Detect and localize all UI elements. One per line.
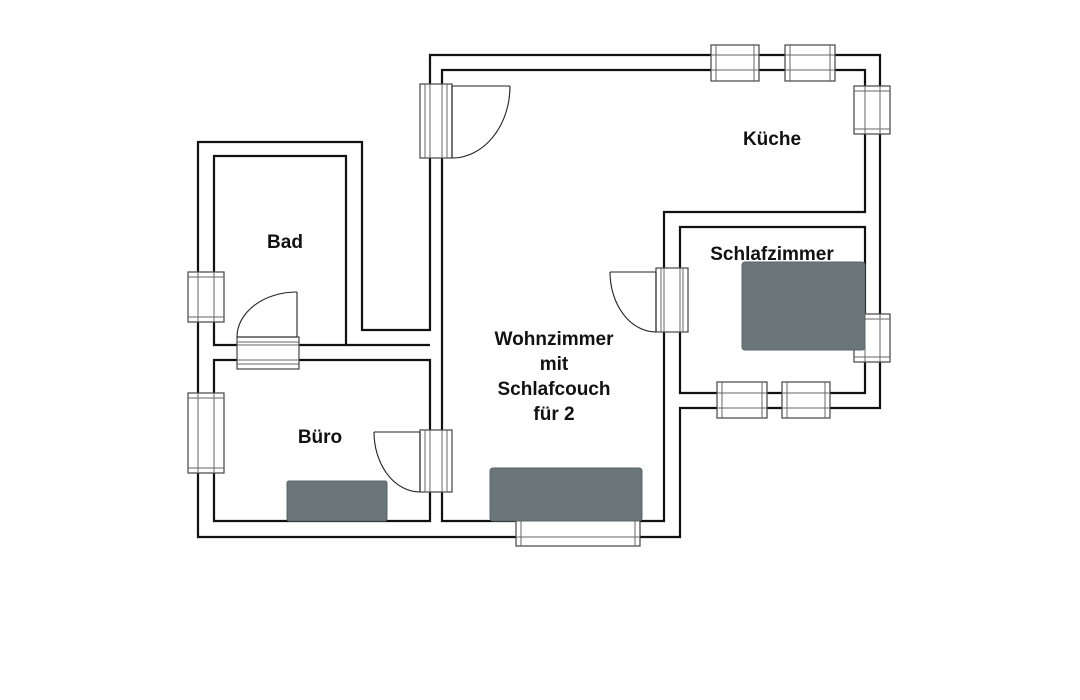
wohnzimmer-inner-wall [440, 68, 867, 523]
room-label-wohnzimmer-line-3: Schlafcouch [498, 379, 611, 400]
room-label-buero: Büro [298, 427, 342, 448]
room-label-wohnzimmer-line-2: mit [540, 354, 569, 375]
window-schlafzimmer-bottom-2 [781, 381, 831, 419]
room-label-wohnzimmer-line-4: für 2 [533, 404, 574, 425]
doors [236, 83, 689, 493]
bed-schlafzimmer [741, 261, 866, 351]
door-entrance [419, 83, 511, 159]
window-schlafzimmer-bottom-1 [716, 381, 768, 419]
room-label-schlafzimmer: Schlafzimmer [710, 244, 834, 265]
window-kueche-top-1 [710, 44, 760, 82]
window-bad-left [187, 271, 225, 323]
door-bad [236, 291, 300, 370]
window-kueche-top-2 [784, 44, 836, 82]
desk-buero [286, 480, 388, 522]
window-buero-left [187, 392, 225, 474]
window-kueche-right [853, 85, 891, 135]
room-labels: Bad Küche Schlafzimmer Büro Wohnzimmer m… [267, 129, 834, 448]
door-buero [373, 429, 453, 493]
room-label-kueche: Küche [743, 129, 801, 150]
windows [187, 44, 891, 547]
room-label-wohnzimmer-line-1: Wohnzimmer [495, 329, 615, 350]
schlafzimmer-inner-wall [678, 225, 867, 395]
room-label-bad: Bad [267, 232, 303, 253]
sofa-bed-wohnzimmer [489, 467, 643, 522]
door-schlafzimmer [609, 267, 689, 333]
furniture [286, 261, 866, 522]
